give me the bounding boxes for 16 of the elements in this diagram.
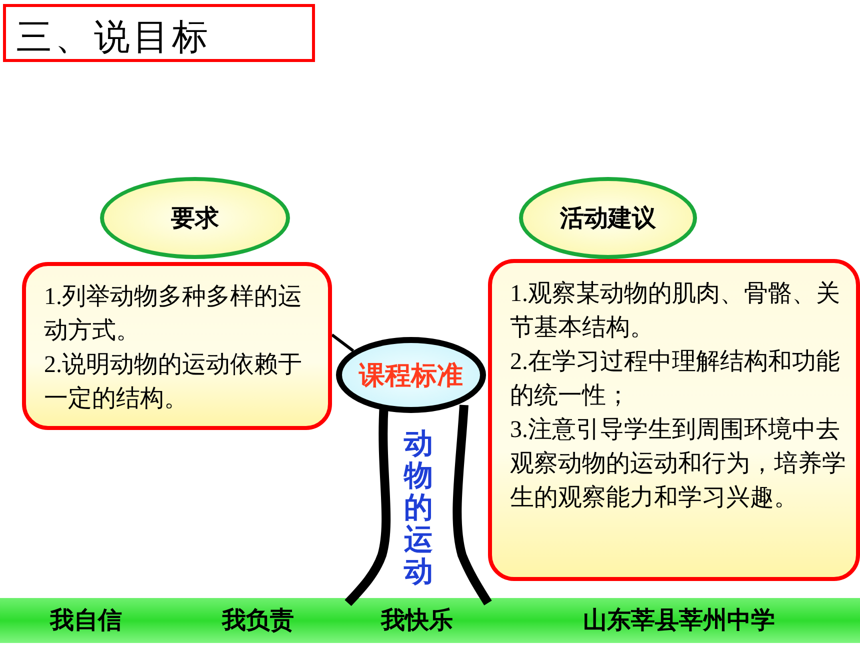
footer-text: 我自信 bbox=[50, 605, 122, 636]
list-item: 1.列举动物多种多样的运动方式。 bbox=[44, 282, 303, 346]
node-label: 要求 bbox=[171, 203, 219, 234]
footer-text: 我快乐 bbox=[381, 605, 453, 636]
vertical-text: 动物的运动 bbox=[404, 428, 433, 588]
text-box bbox=[22, 262, 332, 430]
node-label: 课程标准 bbox=[359, 360, 463, 392]
title: 三、说目标 bbox=[16, 16, 211, 60]
list-item: 2.在学习过程中理解结构和功能的统一性； bbox=[510, 348, 841, 411]
list-item: 1.观察某动物的肌肉、骨骼、关节基本结构。 bbox=[510, 280, 841, 343]
list-item: 2.说明动物的运动依赖于一定的结构。 bbox=[44, 351, 303, 414]
footer-text: 山东莘县莘州中学 bbox=[583, 605, 775, 636]
node-label: 活动建议 bbox=[560, 203, 656, 234]
footer-text: 我负责 bbox=[222, 605, 294, 636]
list-item: 3.注意引导学生到周围环境中去观察动物的运动和行为，培养学生的观察能力和学习兴趣。 bbox=[510, 416, 846, 513]
text-box bbox=[488, 259, 860, 581]
